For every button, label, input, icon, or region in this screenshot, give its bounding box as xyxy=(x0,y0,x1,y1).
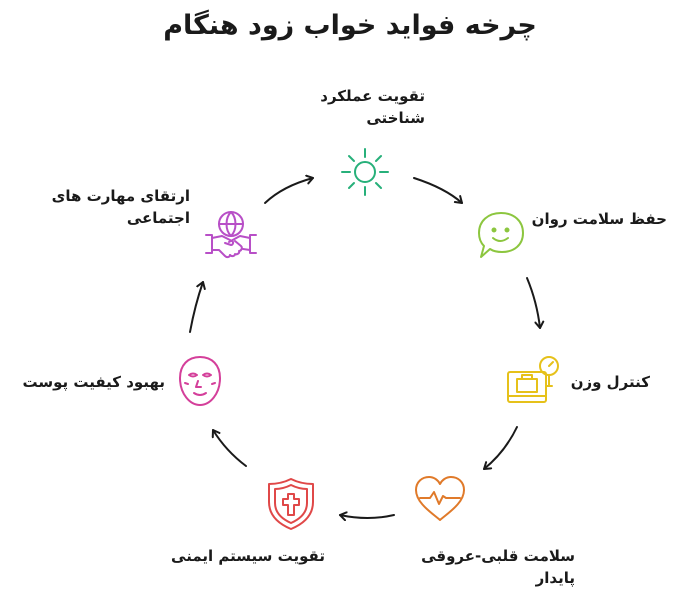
node-weight-label: کنترل وزن xyxy=(570,373,650,391)
shield-cross-icon xyxy=(268,478,314,530)
node-immune-label: تقویت سیستم ایمنی xyxy=(171,547,325,565)
arrow-skin-to-social xyxy=(189,281,206,333)
arrow-mental-to-weight xyxy=(526,277,545,329)
smiley-speech-bubble-icon xyxy=(478,212,524,258)
arrow-cognitive-to-mental xyxy=(413,177,463,204)
node-social-label: ارتقای مهارت های اجتماعی xyxy=(51,187,190,227)
handshake-globe-icon xyxy=(205,211,257,259)
arrow-immune-to-skin xyxy=(211,429,247,467)
weight-scale-icon xyxy=(507,356,559,403)
arrow-weight-to-heart xyxy=(483,426,518,470)
diagram-title: چرخه فواید خواب زود هنگام xyxy=(163,10,537,41)
node-cognitive-label: تقویت عملکرد شناختی xyxy=(320,87,425,127)
arrow-heart-to-immune xyxy=(339,511,395,522)
node-skin-label: بهبود کیفیت پوست xyxy=(22,373,165,391)
node-mental-label: حفظ سلامت روان xyxy=(531,210,667,228)
sun-icon xyxy=(341,148,389,196)
arrow-social-to-cognitive xyxy=(264,174,314,204)
face-mask-icon xyxy=(179,356,221,406)
heart-pulse-icon xyxy=(415,476,465,521)
node-heart-label: سلامت قلبی-عروقی پایدار xyxy=(421,547,575,587)
